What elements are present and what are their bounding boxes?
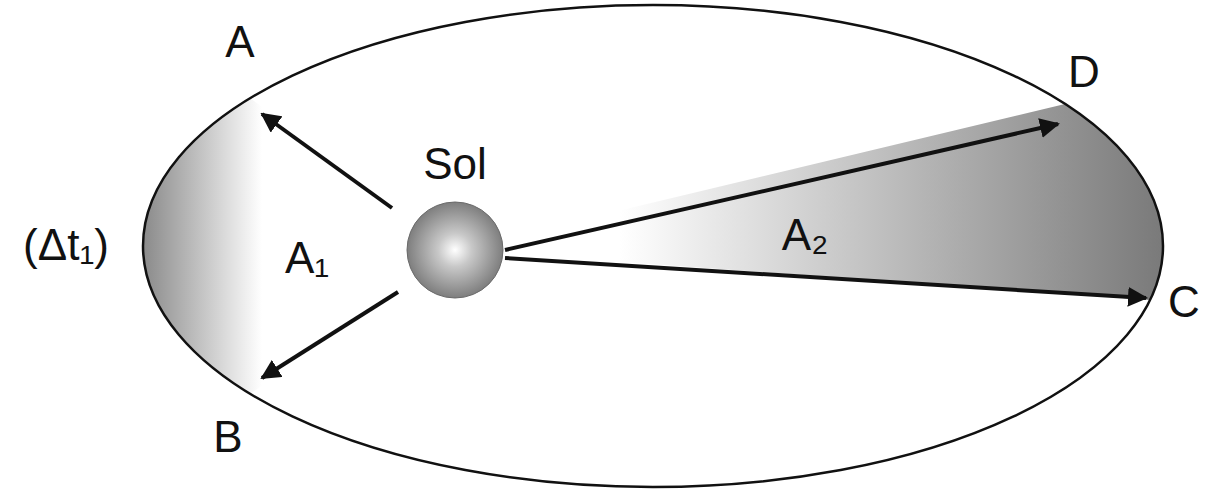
point-label: C [1168, 278, 1200, 326]
point-label: A [225, 18, 254, 66]
swept-area [455, 104, 1163, 300]
body-name: Sol [423, 140, 487, 188]
orbit-ellipse [143, 5, 1163, 487]
point-label: B [213, 413, 242, 461]
sun-circle [407, 202, 503, 298]
area-label: A₁ [285, 234, 329, 282]
radius-arrow [505, 124, 1058, 250]
time-label: (Δt₁) [23, 221, 109, 269]
point-label: D [1068, 48, 1100, 96]
sun-shape [405, 200, 505, 300]
radius-arrow [505, 258, 1146, 298]
radius-arrow [262, 292, 398, 378]
radius-arrow [262, 114, 392, 208]
area-label: A₂ [782, 211, 828, 259]
sun-body: Sol [405, 200, 505, 300]
